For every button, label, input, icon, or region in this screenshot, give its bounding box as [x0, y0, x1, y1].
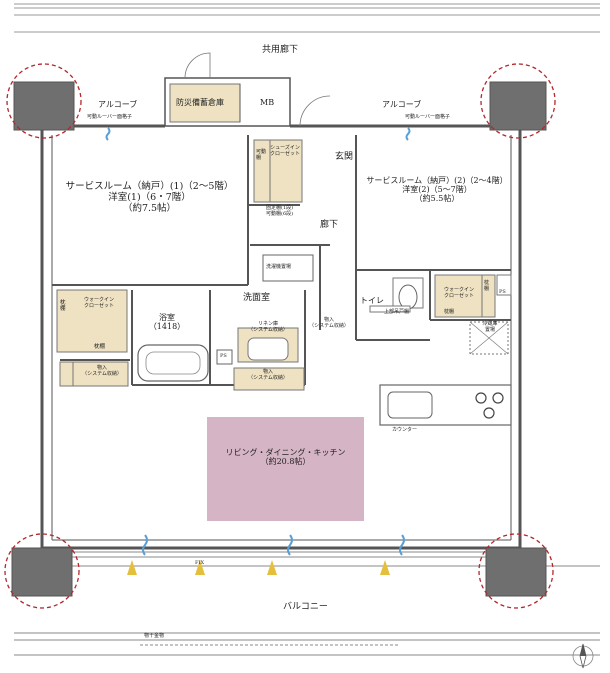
upper-cabinet-label: 上部吊戸棚 [384, 309, 410, 315]
balcony-label: バルコニー [283, 602, 328, 612]
alcove-right-label: アルコーブ [382, 100, 422, 109]
walkin-closet-left-box [56, 289, 128, 353]
toilet-label: トイレ [360, 296, 384, 305]
movable-shelf-label: 可動棚 [256, 149, 267, 161]
storage-center-label: 物入 （システム収納） [248, 369, 288, 381]
stove-icon [475, 392, 504, 419]
storage-left-label: 物入 （システム収納） [82, 365, 122, 377]
linen-shelf-label: リネン庫 （システム収納） [248, 321, 288, 333]
movable-grille-right-label: 可動ルーバー面格子 [405, 114, 450, 120]
shoes-closet-label: シューズイン クローゼット [270, 145, 301, 157]
alcove-left-label: アルコーブ [98, 100, 138, 109]
ps-left-label: PS [220, 353, 227, 359]
counter-label: カウンター [392, 427, 418, 433]
common-corridor-label: 共用廊下 [262, 45, 299, 55]
toilet-icon [398, 284, 418, 310]
interior-walls [52, 135, 511, 386]
storage-hall-label: 物入 （システム収納） [309, 317, 349, 329]
ldk-label: リビング・ダイニング・キッチン （約20.8帖） [225, 448, 346, 467]
clothes-rail-label: 物干金物 [144, 633, 165, 639]
movable-grille-left-label: 可動ルーバー面格子 [87, 114, 132, 120]
pillow-shelf-left-side-label: 枕 棚 [60, 300, 66, 313]
walkin-closet-right-box [434, 274, 496, 318]
mb-label: MB [260, 98, 275, 107]
washer-space-box [262, 254, 314, 282]
front-door-swing [299, 95, 331, 127]
pillow-shelf-right-bottom-label: 枕棚 [444, 309, 455, 315]
ldk-highlight [207, 417, 364, 521]
ps-right-label: PS [499, 289, 506, 295]
sunlight-icon [127, 560, 390, 575]
walkin-right-label: ウォークイン クローゼット [443, 287, 474, 299]
fixed-shelf-note: 固定棚(1段) 可動棚(6段) [266, 205, 294, 217]
walkin-left-label: ウォークイン クローゼット [83, 297, 114, 309]
pillow-shelf-right-label: 枕 棚 [484, 280, 490, 292]
disaster-storage-label: 防災備蓄倉庫 [176, 98, 224, 107]
washer-space-label: 洗濯機置場 [266, 264, 292, 270]
sink-icon [387, 391, 433, 419]
balcony-lines [14, 565, 600, 656]
service-room-left-label: サービスルーム（納戸）(1)（2～5階） 洋室(1)（6・7階） （約7.5帖） [65, 181, 234, 214]
columns [11, 81, 547, 597]
compass-icon [572, 643, 594, 669]
storage-center-box [233, 367, 305, 391]
callout-circles [4, 63, 556, 609]
entrance-label: 玄関 [335, 152, 354, 162]
shoes-closet-box [253, 139, 303, 203]
airflow-icon [105, 127, 411, 556]
service-room-right-label: サービスルーム（納戸）(2)（2～4階） 洋室(2)（5～7階） （約5.5帖） [366, 176, 508, 204]
hallway-label: 廊下 [320, 220, 339, 230]
fridge-label: 冷蔵庫 置場 [482, 321, 498, 333]
disaster-storage-box [169, 83, 241, 123]
pillow-shelf-left-bottom-label: 枕棚 [94, 344, 106, 350]
bathroom-label: 浴室 （1418） [148, 313, 186, 332]
corridor-lines [14, 3, 600, 33]
entrance-door-swing [184, 52, 211, 79]
fix-label: FIX [195, 560, 205, 566]
washroom-label: 洗面室 [243, 293, 271, 303]
inner-wall-lines [51, 135, 512, 541]
storage-left-box [59, 361, 129, 387]
